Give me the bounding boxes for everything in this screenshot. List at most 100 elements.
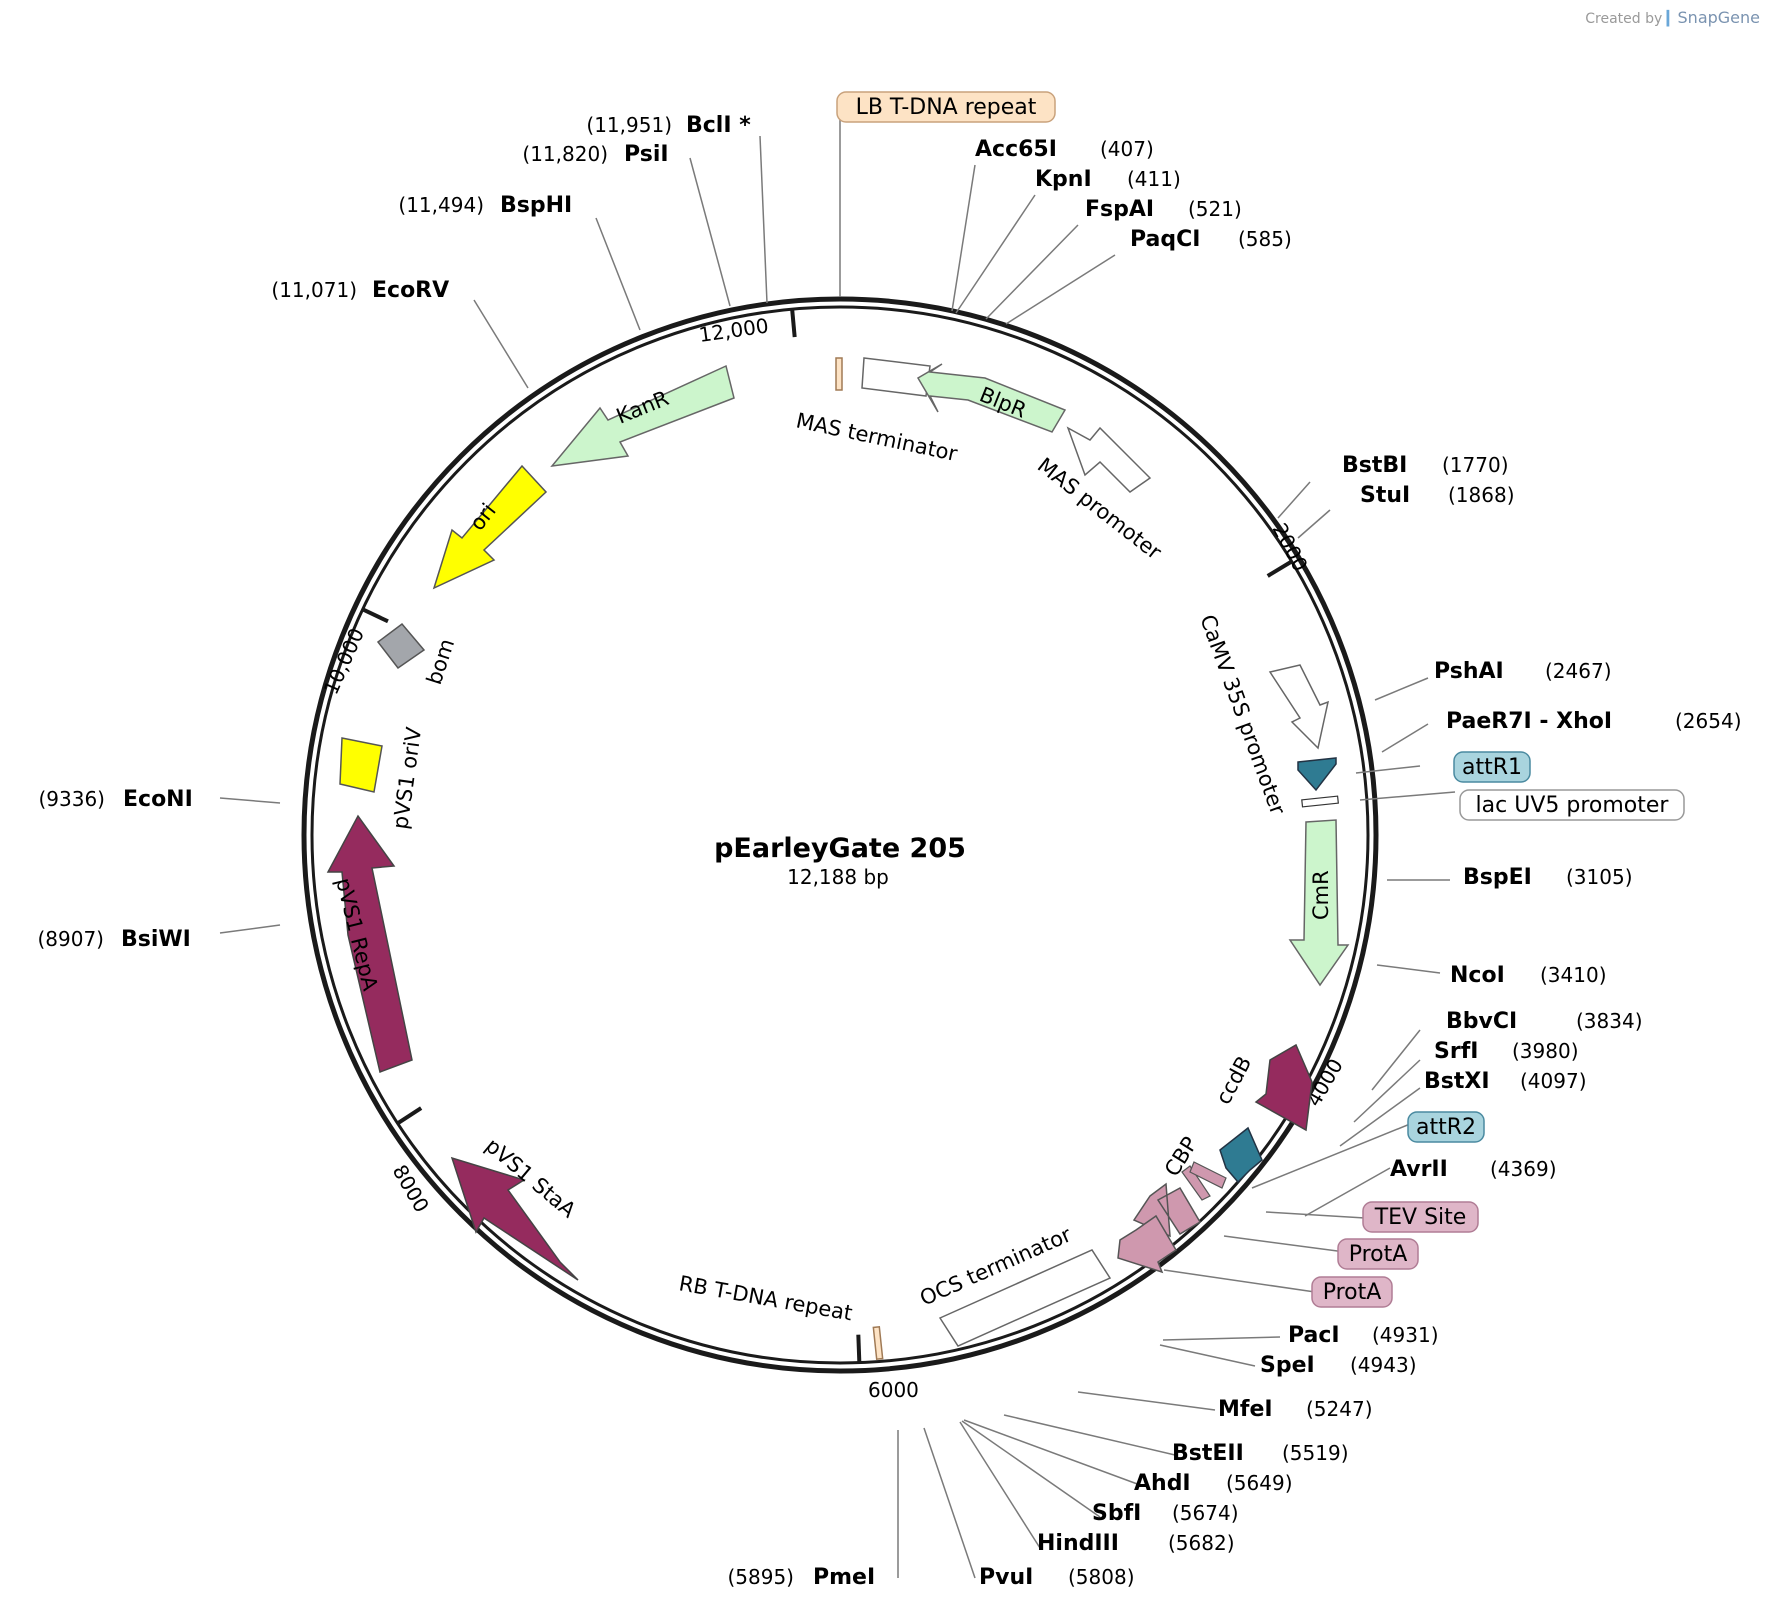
cmr-arrow xyxy=(1288,819,1350,987)
enzyme-position: (5247) xyxy=(1306,1397,1373,1421)
kanr-arrow xyxy=(550,364,735,467)
enzyme-position: (3834) xyxy=(1576,1009,1643,1033)
mas-terminator-arrow xyxy=(861,357,931,397)
enzyme-name: PacI xyxy=(1288,1323,1340,1348)
feature-box-label: LB T-DNA repeat xyxy=(856,95,1037,120)
enzyme-name: BspHI xyxy=(500,193,572,218)
tick-label: 8000 xyxy=(388,1161,434,1217)
enzyme-name: PaqCI xyxy=(1130,227,1200,252)
bom-label: bom xyxy=(422,636,459,688)
enzyme-position: (4097) xyxy=(1520,1069,1587,1093)
camv35s-label: CaMV 35S promoter xyxy=(1195,612,1290,819)
enzyme-name: EcoNI xyxy=(123,787,193,812)
plasmid-name: pEarleyGate 205 xyxy=(714,833,966,864)
feature-box-label: TEV Site xyxy=(1374,1205,1467,1230)
feature-box xyxy=(1337,1238,1419,1270)
enzyme-name: PvuI xyxy=(979,1565,1033,1590)
lacuv5-marker xyxy=(1301,795,1339,808)
enzyme-position: (2654) xyxy=(1675,709,1742,733)
enzyme-position: (5808) xyxy=(1068,1565,1135,1589)
ccdb-arrow xyxy=(1254,1043,1313,1132)
enzyme-position: (411) xyxy=(1127,167,1181,191)
pvs1-oriv-label: pVS1 oriV xyxy=(388,725,426,831)
tev-arrow xyxy=(1189,1161,1227,1189)
enzyme-name: EcoRV xyxy=(372,278,449,303)
cbp-marker xyxy=(1181,1165,1211,1201)
enzyme-position: (11,951) xyxy=(586,113,672,137)
feature-box xyxy=(1459,789,1685,821)
feature-box xyxy=(836,91,1056,123)
feature-box xyxy=(1362,1201,1479,1233)
feature-box-label: attR1 xyxy=(1462,755,1522,780)
bom-marker xyxy=(376,622,426,670)
enzyme-position: (11,071) xyxy=(271,278,357,302)
enzyme-position: (11,494) xyxy=(398,193,484,217)
enzyme-position: (1868) xyxy=(1448,483,1515,507)
tick-mark xyxy=(856,1334,862,1363)
mas-terminator-label: MAS terminator xyxy=(794,408,960,466)
camv35s-arrow xyxy=(1268,664,1330,750)
rb-tdna-label: RB T-DNA repeat xyxy=(677,1271,854,1325)
enzyme-position: (3105) xyxy=(1566,865,1633,889)
enzyme-position: (5649) xyxy=(1226,1471,1293,1495)
enzyme-name: BspEI xyxy=(1463,865,1532,890)
enzyme-position: (3980) xyxy=(1512,1039,1579,1063)
enzyme-name: FspAI xyxy=(1085,197,1154,222)
enzyme-position: (5674) xyxy=(1172,1501,1239,1525)
backbone-outer xyxy=(301,296,1379,1374)
enzyme-name: PsiI xyxy=(624,142,669,167)
enzyme-name: SpeI xyxy=(1260,1353,1315,1378)
feature-box-label: ProtA xyxy=(1349,1242,1408,1267)
enzyme-name: SrfI xyxy=(1434,1039,1478,1064)
feature-box-label: ProtA xyxy=(1323,1280,1382,1305)
enzyme-name: MfeI xyxy=(1218,1397,1273,1422)
pvs1-staa-arrow xyxy=(450,1156,579,1281)
enzyme-position: (585) xyxy=(1238,227,1292,251)
enzyme-name: AvrII xyxy=(1390,1157,1448,1182)
enzyme-name: BstXI xyxy=(1424,1069,1490,1094)
enzyme-position: (4931) xyxy=(1372,1323,1439,1347)
pvs1-oriv-marker xyxy=(339,737,383,793)
enzyme-position: (407) xyxy=(1100,137,1154,161)
cmr-label: CmR xyxy=(1309,870,1333,920)
snapgene-logo-icon: ▎ xyxy=(1666,11,1678,27)
tick-mark xyxy=(361,607,389,624)
enzyme-position: (5682) xyxy=(1168,1531,1235,1555)
enzyme-position: (4943) xyxy=(1350,1353,1417,1377)
blpr-arrow xyxy=(916,363,1067,433)
enzyme-name: Acc65I xyxy=(975,137,1057,162)
tick-label: 2000 xyxy=(1268,519,1313,575)
enzyme-position: (521) xyxy=(1188,197,1242,221)
feature-box-label: attR2 xyxy=(1416,1115,1476,1140)
enzyme-position: (8907) xyxy=(37,927,104,951)
tick-label: 12,000 xyxy=(697,313,770,347)
features xyxy=(326,357,1350,1361)
tick-mark xyxy=(396,1106,423,1126)
feature-box xyxy=(1453,751,1531,783)
enzyme-position: (9336) xyxy=(38,787,105,811)
feature-box xyxy=(1311,1276,1393,1308)
enzyme-position: (5895) xyxy=(727,1565,794,1589)
ccdb-label: ccdB xyxy=(1211,1052,1256,1108)
enzyme-name: BsiWI xyxy=(121,927,191,952)
plasmid-length: 12,188 bp xyxy=(787,865,889,889)
enzyme-name: AhdI xyxy=(1134,1471,1191,1496)
mas-promoter-arrow xyxy=(1066,426,1152,493)
enzyme-name: PshAI xyxy=(1434,659,1504,684)
prota-arrow-2 xyxy=(1117,1214,1178,1274)
rb-tdna-marker xyxy=(872,1325,884,1361)
tick-label: 10,000 xyxy=(319,624,369,698)
lb-tdna-marker xyxy=(835,357,843,391)
enzyme-position: (11,820) xyxy=(522,142,608,166)
feature-box-label: lac UV5 promoter xyxy=(1476,793,1670,818)
enzyme-labels: BclI *(11,951)PsiI(11,820)BspHI(11,494)E… xyxy=(37,113,1741,1590)
boxed-feature-labels: LB T-DNA repeat attR1 lac UV5 promoter attR… xyxy=(836,91,1685,1308)
enzyme-name: NcoI xyxy=(1450,963,1505,988)
enzyme-name: KpnI xyxy=(1035,167,1092,192)
tick-mark xyxy=(790,308,797,338)
enzyme-name: HindIII xyxy=(1037,1531,1119,1556)
mas-promoter-label: MAS promoter xyxy=(1033,453,1166,564)
enzyme-name: PmeI xyxy=(813,1565,875,1590)
enzyme-name: BstBI xyxy=(1342,453,1407,478)
